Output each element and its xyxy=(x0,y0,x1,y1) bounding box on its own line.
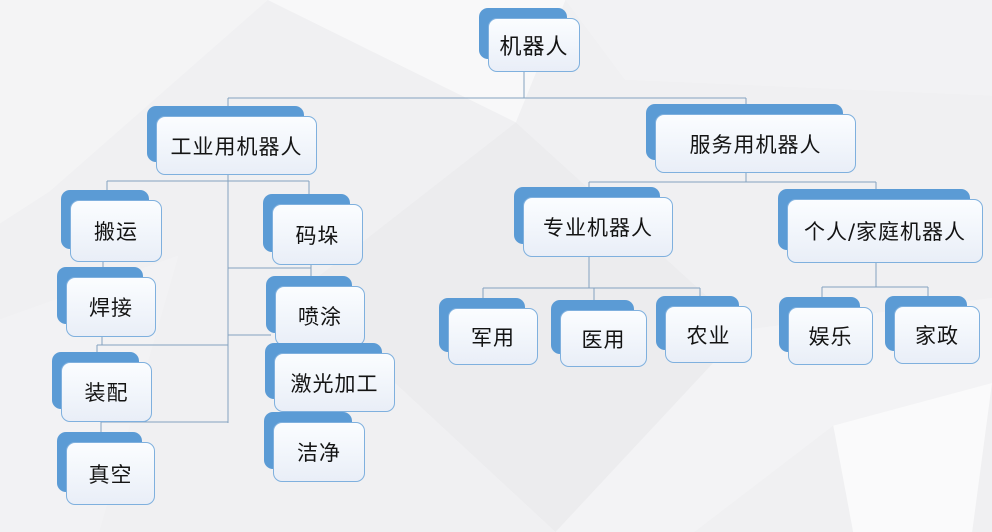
node-housekeeping-label: 家政 xyxy=(894,306,980,364)
node-robot-label: 机器人 xyxy=(488,18,580,72)
node-handling[interactable]: 搬运 xyxy=(61,190,162,262)
node-housekeeping[interactable]: 家政 xyxy=(885,296,980,364)
node-agriculture[interactable]: 农业 xyxy=(656,296,752,363)
node-service-robot-label: 服务用机器人 xyxy=(655,114,856,173)
node-personal-home-robot-label: 个人/家庭机器人 xyxy=(787,199,983,263)
node-spraying-label: 喷涂 xyxy=(275,286,365,346)
node-welding-label: 焊接 xyxy=(66,277,156,337)
node-military-label: 军用 xyxy=(448,308,538,365)
node-industrial-robot-label: 工业用机器人 xyxy=(156,116,317,175)
node-medical[interactable]: 医用 xyxy=(551,300,647,367)
node-industrial-robot[interactable]: 工业用机器人 xyxy=(147,106,317,175)
node-vacuum[interactable]: 真空 xyxy=(57,432,155,505)
node-medical-label: 医用 xyxy=(560,310,647,367)
node-vacuum-label: 真空 xyxy=(66,442,155,505)
node-welding[interactable]: 焊接 xyxy=(57,267,156,337)
node-spraying[interactable]: 喷涂 xyxy=(266,276,365,346)
node-clean[interactable]: 洁净 xyxy=(264,412,365,482)
node-palletizing-label: 码垛 xyxy=(272,204,363,265)
node-military[interactable]: 军用 xyxy=(439,298,538,365)
node-laser-processing[interactable]: 激光加工 xyxy=(265,343,395,412)
node-personal-home-robot[interactable]: 个人/家庭机器人 xyxy=(778,189,983,263)
node-professional-robot-label: 专业机器人 xyxy=(523,197,673,257)
node-handling-label: 搬运 xyxy=(70,200,162,262)
node-entertainment-label: 娱乐 xyxy=(788,307,873,365)
node-robot[interactable]: 机器人 xyxy=(479,8,580,72)
node-service-robot[interactable]: 服务用机器人 xyxy=(646,104,856,173)
node-clean-label: 洁净 xyxy=(273,422,365,482)
node-palletizing[interactable]: 码垛 xyxy=(263,194,363,265)
node-laser-processing-label: 激光加工 xyxy=(274,353,395,412)
node-professional-robot[interactable]: 专业机器人 xyxy=(514,187,673,257)
node-entertainment[interactable]: 娱乐 xyxy=(779,297,873,365)
node-assembly-label: 装配 xyxy=(61,362,152,422)
node-agriculture-label: 农业 xyxy=(665,306,752,363)
node-assembly[interactable]: 装配 xyxy=(52,352,152,422)
